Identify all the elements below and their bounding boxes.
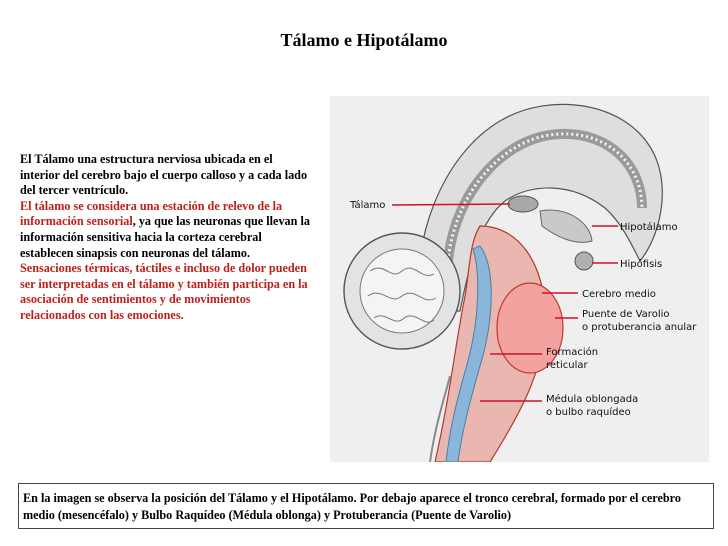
cerebellum-folds: [367, 267, 437, 323]
figure-caption: En la imagen se observa la posición del …: [18, 483, 714, 529]
label-puente-2: o protuberancia anular: [582, 322, 697, 333]
intro-paragraph-1: El Tálamo una estructura nerviosa ubicad…: [20, 152, 308, 198]
intro-highlight-relay: El tálamo se considera una estación de r…: [20, 198, 283, 229]
brain-illustration: Tálamo Hipotálamo Hipófisis Cerebro medi…: [330, 96, 709, 462]
pituitary-shape: [574, 251, 594, 271]
hypothalamus-shape: [539, 209, 593, 243]
corpus-callosum-detail: [446, 132, 644, 262]
label-formacion-1: Formación: [546, 346, 598, 358]
intro-paragraph-2: , ya que las neuronas que llevan la info…: [20, 214, 310, 260]
label-hipotalamo: Hipotálamo: [620, 221, 678, 233]
thalamus-shape: [507, 195, 539, 213]
label-cerebro-medio: Cerebro medio: [582, 289, 656, 300]
talamo-pointer: [391, 203, 511, 206]
label-puente-1: Puente de Varolio: [582, 309, 670, 320]
cerebellum-inner: [359, 248, 445, 334]
brain-sagittal-diagram: Tálamo Hipotálamo Hipófisis Cerebro medi…: [343, 103, 697, 462]
label-medula-1: Médula oblongada: [546, 393, 638, 405]
intro-text: El Tálamo una estructura nerviosa ubicad…: [20, 152, 310, 324]
pons-shape: [496, 282, 564, 374]
label-talamo: Tálamo: [349, 199, 385, 211]
intro-highlight-sensations: Sensaciones térmicas, táctiles e incluso…: [20, 261, 308, 322]
spinal-edge: [429, 375, 451, 462]
page-title: Tálamo e Hipotálamo: [280, 30, 448, 50]
label-medula-2: o bulbo raquídeo: [546, 406, 631, 418]
central-canal: [445, 245, 492, 462]
label-formacion-2: reticular: [546, 360, 588, 371]
label-hipofisis: Hipófisis: [620, 258, 662, 270]
cerebrum-shape: [417, 103, 663, 312]
